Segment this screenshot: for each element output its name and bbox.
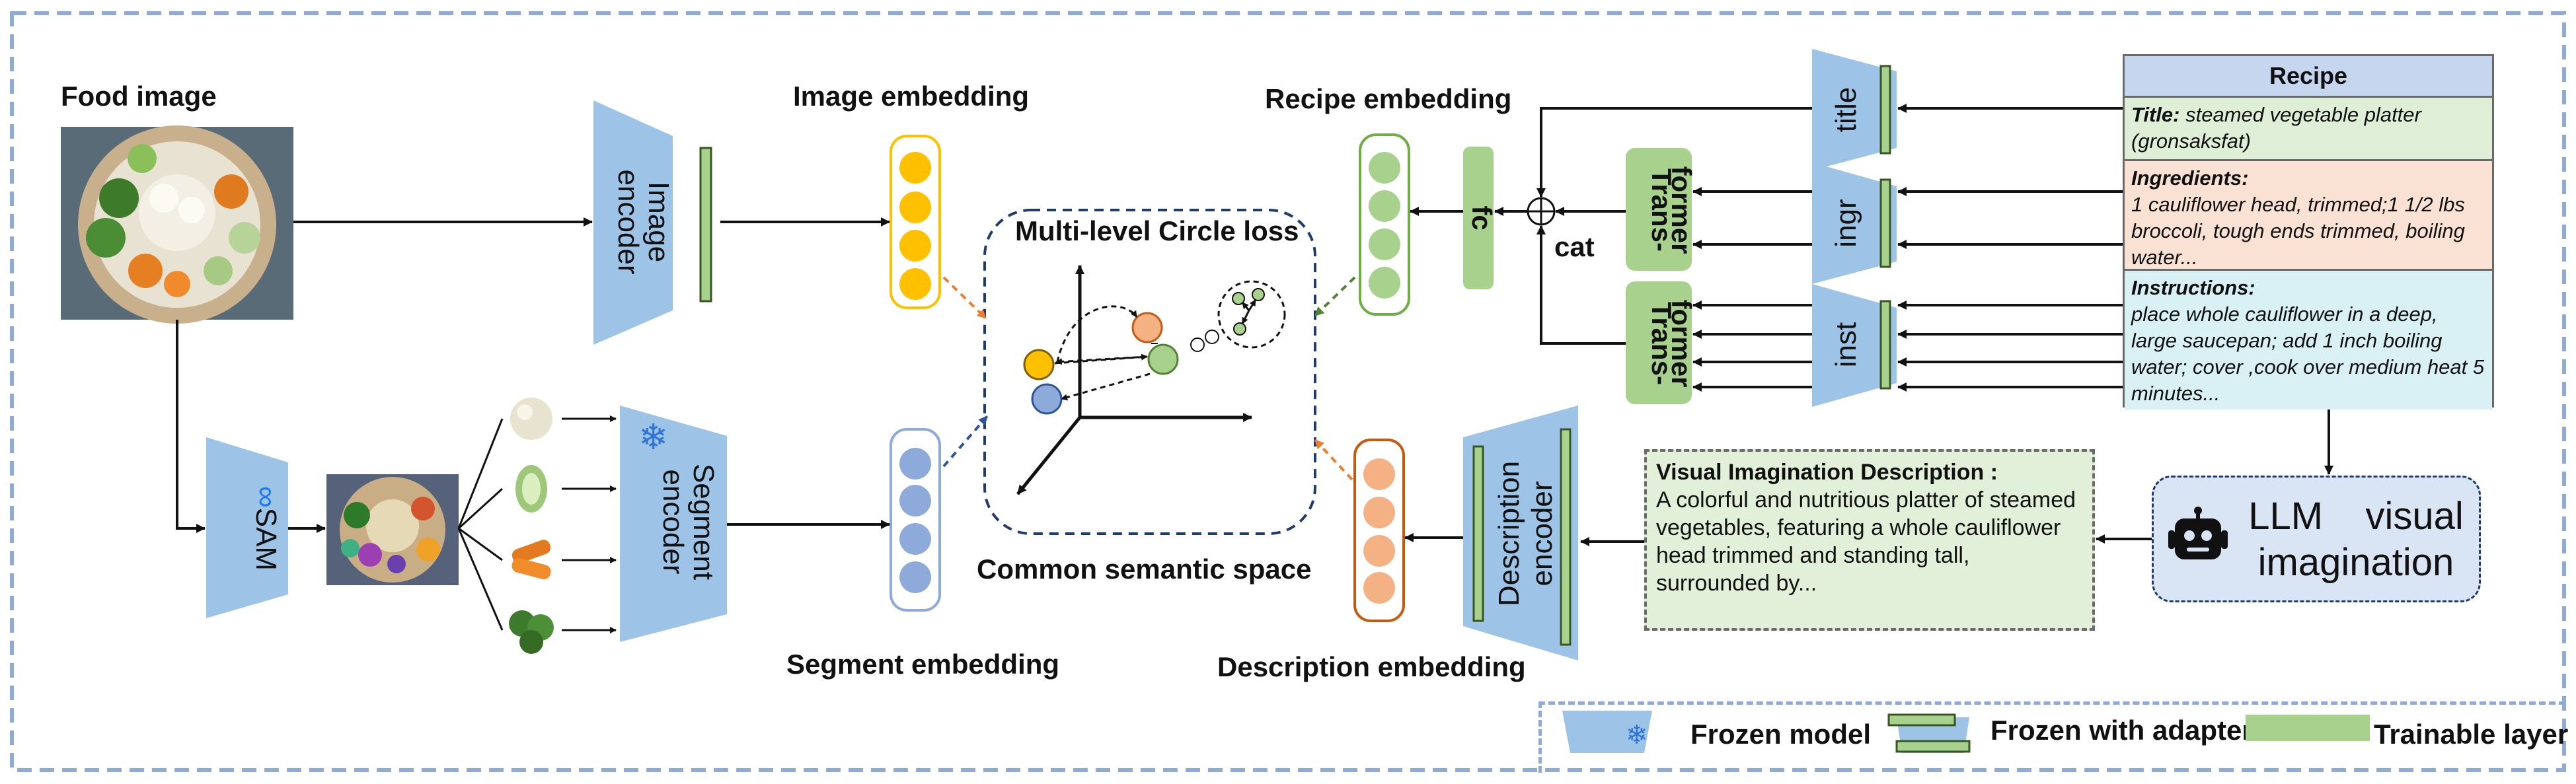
legend-box bbox=[1538, 701, 2565, 773]
arrow-seg-fan-2 bbox=[457, 487, 504, 530]
cat-label: cat bbox=[1554, 231, 1595, 262]
inst-adapter bbox=[1879, 300, 1891, 390]
recipe-instructions-text: place whole cauliflower in a deep, large… bbox=[2131, 303, 2485, 405]
legend-frozen-adapter-text: Frozen with adapter bbox=[1990, 715, 2253, 746]
description-encoder bbox=[1463, 406, 1578, 660]
legend-frozen-model-text: Frozen model bbox=[1690, 719, 1871, 750]
robot-icon bbox=[2168, 507, 2228, 559]
llm-visual-imagination: LLM visual imagination bbox=[2152, 476, 2481, 602]
recipe-title-text: steamed vegetable platter (gronsaksfat) bbox=[2131, 103, 2421, 153]
common-space-label: Common semantic space bbox=[977, 553, 1312, 585]
outer-frame bbox=[10, 11, 2566, 772]
title-adapter bbox=[1879, 65, 1891, 155]
legend-frozen-adapter-icon bbox=[1887, 713, 1971, 753]
title-encoder-text: title bbox=[1830, 87, 1862, 132]
arrow-seg-fan-3 bbox=[458, 527, 503, 561]
legend-frozen-model-icon bbox=[1562, 711, 1652, 753]
description-encoder-text-2: encoder bbox=[1526, 481, 1558, 586]
inst-encoder bbox=[1812, 284, 1897, 407]
sam-module bbox=[206, 437, 288, 618]
recipe-header: Recipe bbox=[2125, 56, 2492, 98]
recipe-box: Recipe Title: steamed vegetable platter … bbox=[2123, 54, 2494, 410]
description-embedding-label: Description embedding bbox=[1217, 651, 1526, 682]
axes bbox=[1016, 265, 1252, 495]
llm-text: LLM visual imagination bbox=[2237, 493, 2475, 586]
legend-trainable-icon bbox=[2246, 715, 2370, 741]
segment-embedding bbox=[890, 428, 941, 612]
recipe-instructions-label: Instructions: bbox=[2131, 276, 2255, 299]
recipe-ingredients-section: Ingredients: 1 cauliflower head, trimmed… bbox=[2125, 161, 2492, 271]
food-image bbox=[61, 125, 293, 324]
fc-layer bbox=[1463, 147, 1494, 289]
recipe-embedding bbox=[1359, 133, 1410, 316]
legend-trainable-text: Trainable layer bbox=[2374, 719, 2568, 750]
snowflake-icon: ❄ bbox=[638, 417, 668, 457]
arrow-transformer-bottom-cat bbox=[1536, 225, 1626, 345]
image-embedding-label: Image embedding bbox=[793, 81, 1029, 112]
visual-description-title: Visual Imagination Description : bbox=[1656, 460, 1998, 485]
recipe-instructions-section: Instructions: place whole cauliflower in… bbox=[2125, 271, 2492, 410]
legend-snowflake-icon: ❄ bbox=[1626, 721, 1648, 750]
arrow-recipe-emb bbox=[1314, 276, 1356, 317]
recipe-title-label: Title: bbox=[2131, 103, 2180, 126]
image-encoder-text-1: Image bbox=[642, 182, 675, 262]
meta-infinity-icon: ∞ bbox=[250, 486, 284, 508]
image-encoder-text-2: encoder bbox=[612, 169, 644, 274]
segmented-image bbox=[326, 474, 459, 585]
segment-cauliflower bbox=[502, 391, 560, 446]
recipe-embedding-label: Recipe embedding bbox=[1265, 83, 1511, 114]
description-encoder-text-1: Description bbox=[1493, 461, 1525, 606]
recipe-ingredients-label: Ingredients: bbox=[2131, 166, 2249, 190]
transformer-bottom bbox=[1626, 281, 1692, 404]
description-adapter-2 bbox=[1560, 428, 1572, 646]
visual-description-box: Visual Imagination Description : A color… bbox=[1644, 449, 2095, 631]
circle-loss-label: Multi-level Circle loss bbox=[1015, 215, 1299, 246]
llm-line-2: imagination bbox=[2257, 541, 2454, 584]
ingr-encoder-text: ingr bbox=[1830, 199, 1862, 247]
common-space-box bbox=[983, 209, 1316, 535]
loss-points bbox=[1023, 280, 1286, 415]
segment-encoder-text-2: encoder bbox=[657, 469, 689, 574]
sam-text: ∞SAM bbox=[250, 486, 284, 571]
segment-carrot bbox=[502, 532, 560, 588]
arrow-description-emb bbox=[1314, 439, 1353, 481]
arrow-seg-fan bbox=[457, 418, 504, 529]
visual-description-text: A colorful and nutritious platter of ste… bbox=[1656, 487, 2076, 596]
segment-encoder-text-1: Segment bbox=[687, 464, 720, 580]
segment-broccoli bbox=[502, 602, 560, 658]
segment-zucchini bbox=[502, 461, 560, 517]
food-image-label: Food image bbox=[61, 81, 217, 112]
title-encoder bbox=[1812, 49, 1897, 170]
description-embedding bbox=[1353, 439, 1405, 622]
arrow-seg-fan-4 bbox=[457, 528, 504, 631]
image-embedding bbox=[890, 135, 941, 309]
segment-encoder bbox=[620, 406, 727, 642]
arrow-image-emb bbox=[942, 276, 987, 320]
transformer-top bbox=[1626, 148, 1692, 271]
segment-embedding-label: Segment embedding bbox=[786, 649, 1059, 680]
recipe-title-section: Title: steamed vegetable platter (gronsa… bbox=[2125, 98, 2492, 161]
transformer-top-text-2: former bbox=[1666, 166, 1697, 254]
transformer-bottom-text-2: former bbox=[1666, 299, 1697, 387]
ingr-adapter bbox=[1879, 178, 1891, 268]
transformer-top-text-1: Trans- bbox=[1646, 168, 1677, 252]
description-adapter-1 bbox=[1472, 445, 1484, 622]
recipe-ingredients-text: 1 cauliflower head, trimmed;1 1/2 lbs br… bbox=[2131, 193, 2465, 269]
fc-text: fc bbox=[1466, 205, 1497, 230]
image-encoder-adapter bbox=[699, 147, 712, 303]
arrow-title-out bbox=[1536, 107, 1812, 197]
transformer-bottom-text-1: Trans- bbox=[1646, 302, 1677, 385]
ingr-encoder bbox=[1812, 162, 1897, 284]
llm-line-1: LLM visual bbox=[2248, 495, 2464, 538]
image-encoder bbox=[593, 100, 673, 345]
arrow-image-to-sam bbox=[176, 320, 206, 533]
inst-encoder-text: inst bbox=[1830, 322, 1862, 367]
arrow-segment-emb bbox=[942, 415, 989, 468]
